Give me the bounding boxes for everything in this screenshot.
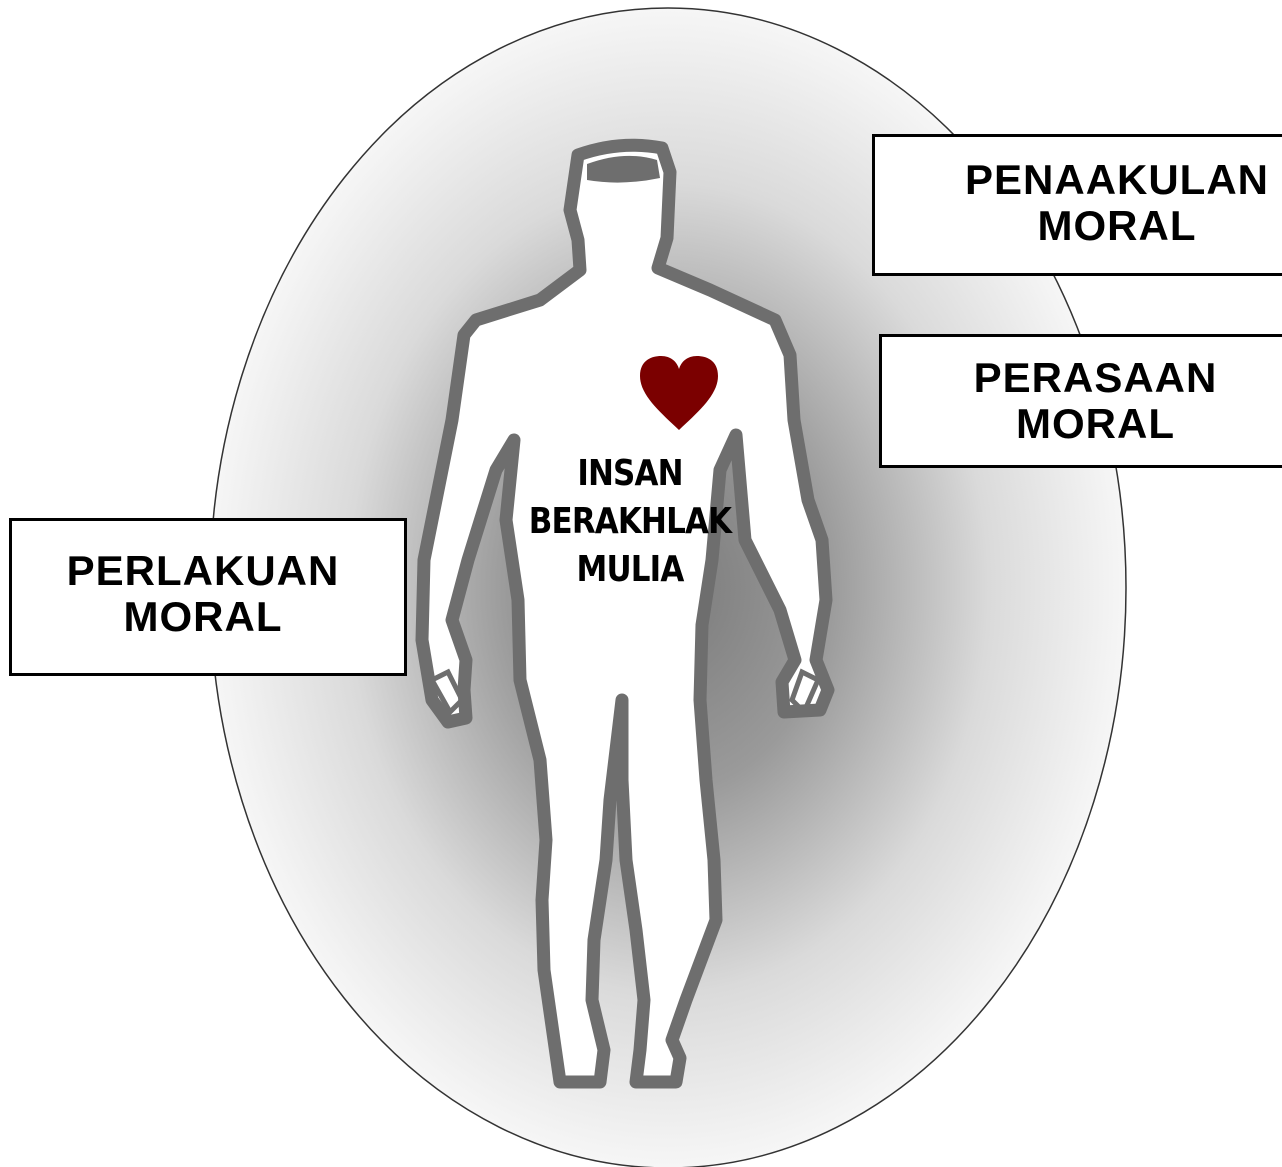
center-title: INSAN BERAKHLAK MULIA xyxy=(518,450,742,594)
perlakuan-line2: MORAL xyxy=(124,594,283,640)
penaakulan-line1: PENAAKULAN xyxy=(965,157,1269,203)
perlakuan-moral-box: PERLAKUAN MORAL xyxy=(9,518,407,676)
penaakulan-line2: MORAL xyxy=(1038,203,1197,249)
center-title-line2: BERAKHLAK xyxy=(529,498,731,546)
center-title-line1: INSAN xyxy=(577,450,682,498)
penaakulan-moral-box: PENAAKULAN MORAL xyxy=(872,134,1282,276)
center-title-line3: MULIA xyxy=(577,546,684,594)
perasaan-moral-box: PERASAAN MORAL xyxy=(879,334,1282,468)
perasaan-line1: PERASAAN xyxy=(974,355,1218,401)
perlakuan-line1: PERLAKUAN xyxy=(67,548,340,594)
perasaan-line2: MORAL xyxy=(1016,401,1175,447)
